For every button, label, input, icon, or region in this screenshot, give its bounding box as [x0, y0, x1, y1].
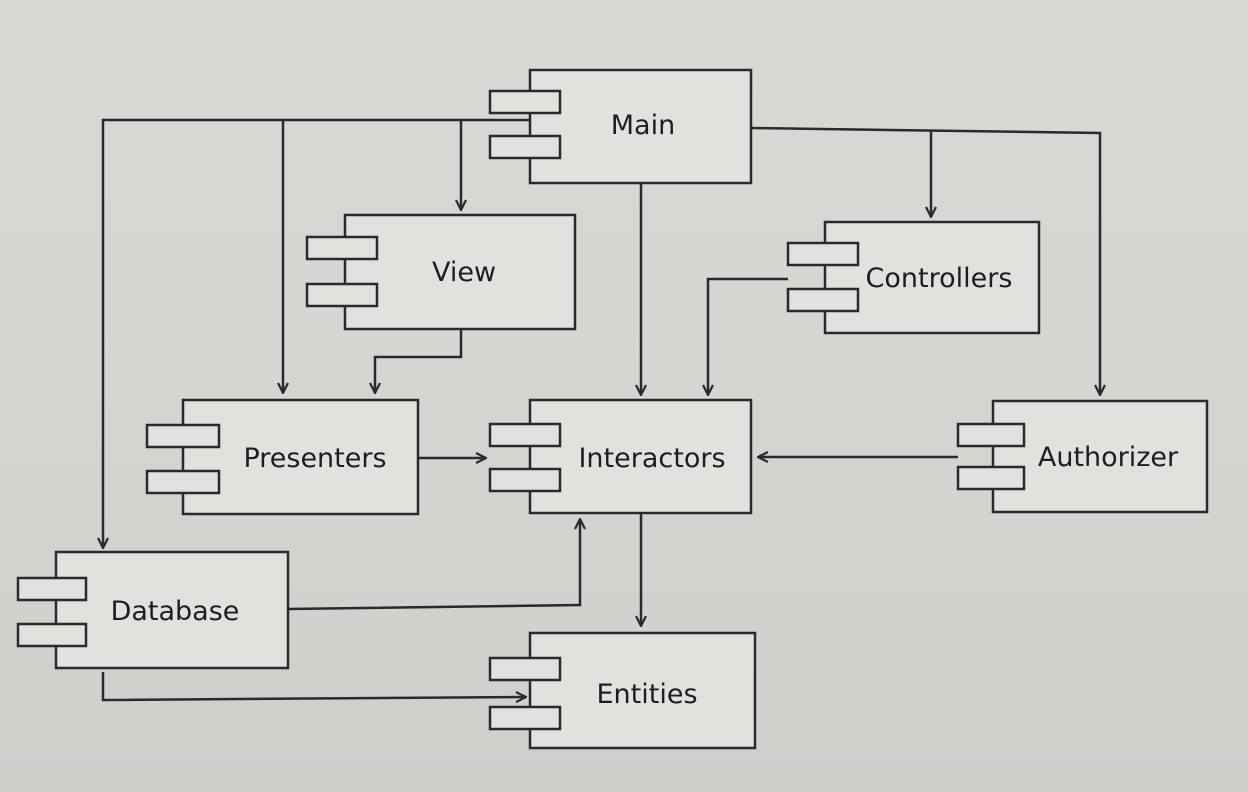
- port-icon: [488, 422, 562, 448]
- component-entities: Entities: [488, 631, 757, 750]
- component-label-controllers: Controllers: [866, 263, 1013, 294]
- port-icon: [956, 422, 1026, 448]
- component-view: View: [305, 213, 577, 331]
- component-database: Database: [16, 550, 290, 670]
- port-icon: [488, 89, 562, 115]
- component-presenters: Presenters: [145, 398, 420, 516]
- component-label-interactors: Interactors: [578, 443, 725, 474]
- component-label-presenters: Presenters: [243, 443, 386, 474]
- edge-main-to-database: [103, 118, 530, 548]
- port-icon: [786, 287, 860, 313]
- component-label-authorizer: Authorizer: [1038, 442, 1179, 473]
- edge-main-to-authorizer: [750, 126, 1100, 395]
- edge-database-to-entities: [101, 672, 526, 700]
- port-icon: [956, 465, 1026, 491]
- component-label-view: View: [432, 257, 496, 288]
- port-icon: [786, 241, 860, 267]
- edges: [101, 118, 1100, 700]
- port-icon: [488, 656, 562, 682]
- component-main: Main: [488, 68, 753, 185]
- port-icon: [145, 423, 221, 449]
- port-icon: [305, 282, 379, 308]
- port-icon: [145, 469, 221, 495]
- port-icon: [16, 576, 88, 602]
- edge-controllers-to-interactors: [708, 277, 788, 395]
- component-label-entities: Entities: [596, 679, 697, 710]
- port-icon: [488, 467, 562, 493]
- port-icon: [488, 705, 562, 731]
- edge-view-to-presenters: [375, 329, 463, 393]
- port-icon: [305, 235, 379, 261]
- component-controllers: Controllers: [786, 220, 1041, 335]
- component-authorizer: Authorizer: [956, 399, 1209, 514]
- component-label-main: Main: [611, 110, 675, 141]
- component-label-database: Database: [111, 596, 240, 627]
- port-icon: [488, 134, 562, 160]
- edge-database-to-interactors: [287, 519, 580, 611]
- port-icon: [16, 622, 88, 648]
- component-interactors: Interactors: [488, 398, 753, 515]
